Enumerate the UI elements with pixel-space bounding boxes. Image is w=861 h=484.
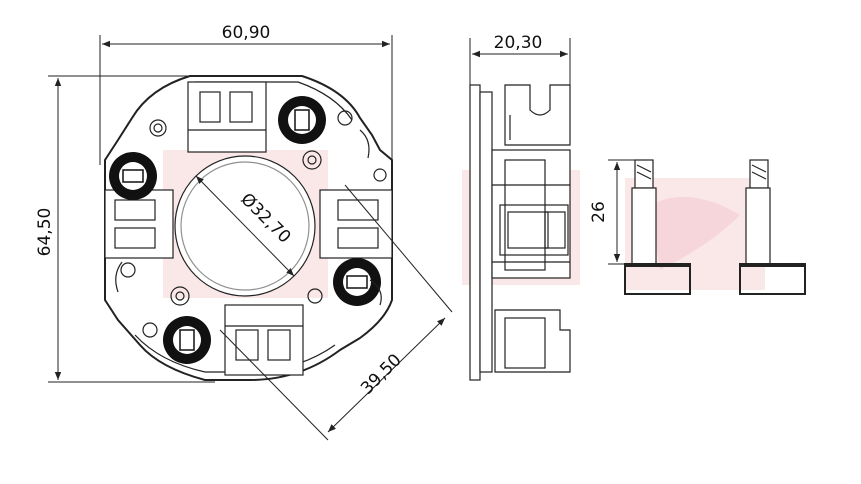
dimension-diagonal-label: 39,50 xyxy=(357,350,406,399)
dimension-width-label: 60,90 xyxy=(222,23,271,43)
brush-box-right xyxy=(319,189,393,259)
spring-top-right xyxy=(278,96,326,144)
brush-left xyxy=(624,159,691,295)
mounting-holes xyxy=(120,110,387,338)
side-top-holder xyxy=(504,84,571,146)
brush-box-left xyxy=(104,189,174,259)
dimension-brush-length-label: 26 xyxy=(589,201,609,223)
spring-bottom-left xyxy=(163,316,211,364)
brush-box-top xyxy=(187,81,267,153)
brush-right xyxy=(739,159,806,295)
spring-right xyxy=(333,258,381,306)
side-view xyxy=(469,84,571,381)
dimension-side-thickness: 20,30 xyxy=(469,33,571,85)
side-bottom-holder xyxy=(494,309,571,373)
clip-top-right xyxy=(359,129,370,159)
dimension-brush-length: 26 xyxy=(589,159,635,265)
watermark-logo-brushes xyxy=(625,178,765,290)
clip-bottom-left xyxy=(115,261,123,293)
spring-left xyxy=(109,152,157,200)
side-plate xyxy=(469,84,481,381)
dimension-height-label: 64,50 xyxy=(35,208,55,257)
side-center-body xyxy=(491,149,571,279)
dimension-width: 60,90 xyxy=(99,23,393,165)
plate-inner-top xyxy=(195,81,353,121)
dimension-height: 64,50 xyxy=(35,75,215,383)
front-view xyxy=(104,75,393,381)
clip-right xyxy=(369,279,382,306)
brush-box-bottom xyxy=(224,304,304,376)
dimension-side-thickness-label: 20,30 xyxy=(494,33,543,53)
